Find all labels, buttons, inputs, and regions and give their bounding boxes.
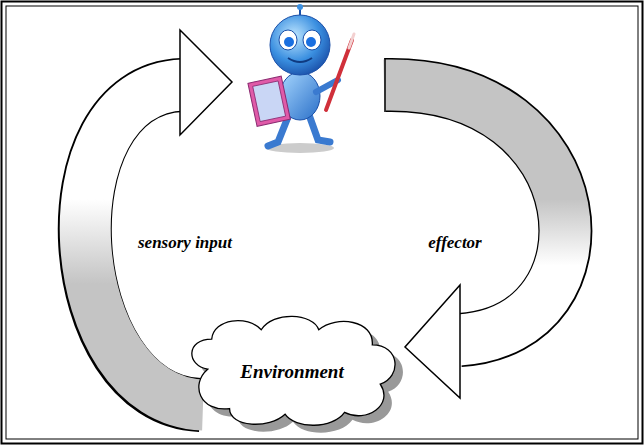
arrow-tail bbox=[384, 58, 386, 112]
cloud-outline bbox=[192, 316, 395, 425]
arrow-label: effector bbox=[428, 233, 482, 253]
arrow-head bbox=[180, 30, 232, 135]
inner-frame bbox=[6, 6, 638, 439]
robot-figure bbox=[248, 4, 354, 153]
loop-arrow-outline bbox=[385, 85, 565, 340]
node-text: Environment bbox=[240, 361, 343, 383]
arrow-head bbox=[405, 285, 460, 398]
arrow-label: sensory input bbox=[138, 233, 232, 253]
loop-arrow-band bbox=[384, 85, 565, 340]
environment-cloud: Environment bbox=[178, 311, 406, 433]
